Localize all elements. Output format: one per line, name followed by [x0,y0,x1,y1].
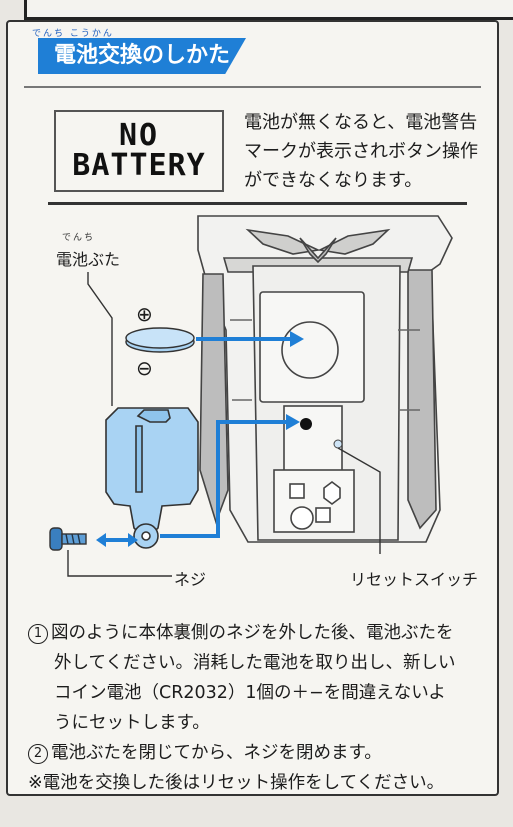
reset-switch-label: リセットスイッチ [350,570,479,589]
device-illustration [49,215,453,577]
section-title: 電池交換のしかた [38,38,247,74]
battery-diagram: でんち 電池ぶた ⊕ ⊖ ネジ リセットスイッチ [48,210,513,606]
plus-icon: ⊕ [136,302,153,326]
section-divider [48,202,467,205]
step2-number: 2 [28,744,48,764]
no-battery-icon: NO BATTERY [54,110,224,192]
no-battery-icon-line2: BATTERY [72,148,206,183]
reset-note: ※電池を交換した後はリセット操作をしてください。 [28,773,445,793]
no-battery-icon-line1: NO [118,118,160,153]
title-ruby: でんち こうかん [32,29,114,39]
top-frame-edge [24,0,513,20]
step1-line4: うにセットします。 [54,713,210,733]
battery-cover [105,407,199,549]
minus-icon: ⊖ [136,356,153,380]
battery-cover-label: 電池ぶた [56,250,121,269]
screw-label: ネジ [174,570,207,589]
warning-line-2: マークが表示されボタン操作 [244,141,478,162]
reset-switch-dot [333,439,343,449]
arrow-heads [96,331,304,547]
device-body [197,215,453,543]
warning-line-1: 電池が無くなると、電池警告 [244,112,478,133]
step1-line2: 外してください。消耗した電池を取り出し、新しい [54,653,456,673]
leader-lines [67,272,381,577]
coin-battery [125,327,195,353]
screw-icon [49,527,87,551]
warning-line-3: ができなくなります。 [244,170,423,191]
battery-warning-text: 電池が無くなると、電池警告 マークが表示されボタン操作 ができなくなります。 [244,108,504,195]
instruction-card: でんち こうかん 電池交換のしかた NO BATTERY 電池が無くなると、電池… [6,20,499,796]
screw-hole [300,418,312,430]
step1-number: 1 [28,624,48,644]
battery-cover-ruby: でんち [62,233,96,243]
step1-line3: コイン電池（CR2032）1個の＋−を間違えないよ [54,683,446,703]
title-divider [24,86,481,88]
